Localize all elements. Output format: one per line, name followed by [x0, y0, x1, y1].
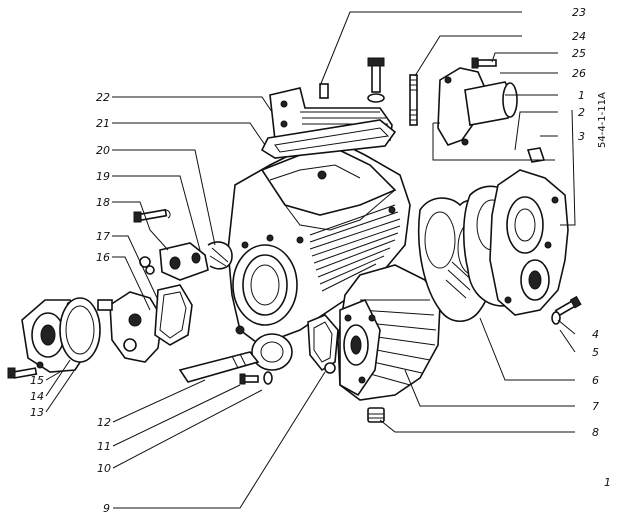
washer-part10: [263, 371, 273, 385]
callout-17: 17: [96, 230, 110, 243]
callout-25: 25: [572, 47, 586, 60]
callout-5: 5: [592, 346, 599, 359]
main-housing: [227, 139, 411, 371]
outlet-elbow: [437, 67, 518, 146]
callout-24: 24: [572, 30, 586, 43]
callout-1: 1: [578, 89, 585, 102]
ring-gasket: [59, 297, 101, 363]
callout-6: 6: [592, 374, 599, 387]
drain-plug: [367, 407, 385, 423]
callout-20: 20: [96, 144, 110, 157]
callout-7: 7: [592, 400, 599, 413]
pump-body: [97, 291, 163, 363]
bolt-part23: [367, 57, 385, 103]
gasket-part9: [307, 314, 339, 374]
flange-plate: [489, 169, 569, 316]
callout-23: 23: [572, 6, 586, 19]
callout-19: 19: [96, 170, 110, 183]
pump-gasket: [154, 284, 193, 346]
callout-labels: 23 24 25 26 1 2 3 4 5 6 7 8 22 21 20 19 …: [30, 6, 611, 515]
rear-cover: [337, 264, 441, 401]
spring-ring: [207, 241, 233, 270]
group-label: 54-4-1-11A: [597, 92, 608, 148]
callout-4: 4: [592, 328, 599, 341]
leader-lines: [45, 11, 576, 509]
corner-mark: 1: [604, 476, 611, 489]
callout-13: 13: [30, 406, 44, 419]
bolt-part19: [133, 208, 171, 223]
drive-shaft: [178, 351, 260, 383]
callout-11: 11: [97, 440, 111, 453]
callout-16: 16: [96, 251, 110, 264]
housing-fins: [309, 204, 401, 292]
callout-10: 10: [97, 462, 111, 475]
top-gasket: [260, 119, 397, 159]
callout-21: 21: [96, 117, 110, 130]
bolt-part15: [7, 367, 38, 379]
callout-9: 9: [103, 502, 110, 515]
valve-block: [139, 242, 209, 281]
callout-14: 14: [30, 390, 44, 403]
pin-part: [319, 83, 329, 99]
callout-12: 12: [97, 416, 111, 429]
stud-part24: [409, 74, 418, 126]
callout-18: 18: [96, 196, 110, 209]
washer-part5: [551, 311, 561, 325]
callout-2: 2: [578, 106, 585, 119]
screw-part11: [239, 373, 259, 385]
callout-3: 3: [578, 130, 585, 143]
callout-22: 22: [96, 91, 110, 104]
bolt-part4: [554, 295, 582, 317]
bolt-part25: [471, 57, 497, 69]
callout-15: 15: [30, 374, 44, 387]
callout-8: 8: [592, 426, 599, 439]
callout-26: 26: [572, 67, 586, 80]
